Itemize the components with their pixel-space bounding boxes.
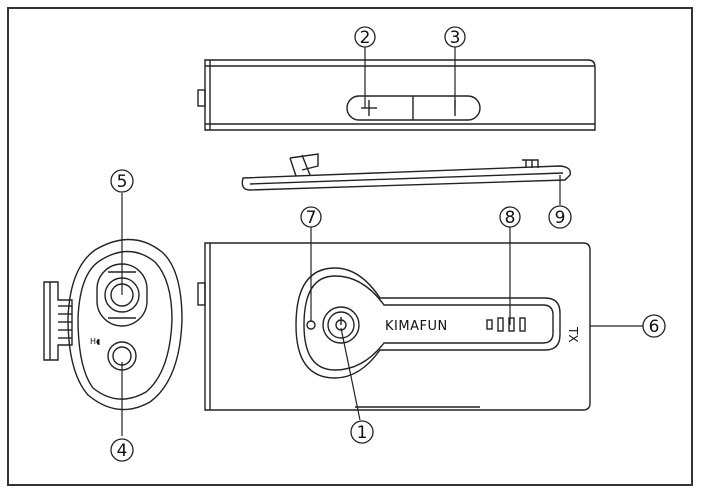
callout-numbers: 2 3 9 7 8 6 1 5 4 [117, 28, 660, 461]
side-view: H◖ [43, 238, 183, 411]
top-left-nub [197, 89, 206, 107]
callout-3-number: 3 [450, 28, 461, 48]
clip-outline [241, 165, 571, 191]
callout-1-circle [350, 420, 374, 444]
callout-2-circle [354, 26, 376, 48]
side-body-outline [67, 238, 183, 411]
battery-bar-4 [519, 317, 526, 332]
callout-9-number: 9 [555, 208, 566, 228]
callout-4-circle [110, 438, 134, 462]
front-panel-inner [303, 275, 554, 371]
front-left-nub [197, 282, 206, 306]
clip-hinge-left [289, 153, 319, 177]
callout-8-circle [499, 206, 521, 228]
top-body-outline [204, 59, 596, 131]
callout-7-number: 7 [306, 208, 317, 228]
callout-4-number: 4 [117, 441, 128, 461]
battery-bar-2 [497, 317, 504, 332]
brand-label: KIMAFUN [385, 319, 448, 334]
callout-3-circle [444, 26, 466, 48]
battery-bar-3 [508, 317, 515, 332]
battery-bar-1 [486, 319, 493, 330]
callout-7-circle [300, 206, 322, 228]
clip-hinge-right [522, 159, 539, 168]
front-view [197, 242, 591, 411]
callout-6-number: 6 [649, 317, 660, 337]
clip-inner-line [249, 172, 564, 185]
power-button-ring [327, 311, 355, 339]
side-body-inner [77, 250, 173, 400]
callout-leaders [121, 46, 643, 436]
tx-side-label: TX [566, 326, 580, 343]
callout-circles [110, 26, 666, 462]
callout-5-circle [110, 169, 134, 193]
callout-6-circle [642, 314, 666, 338]
outer-frame [7, 7, 693, 486]
headphone-icon: H◖ [90, 337, 100, 346]
top-view [197, 59, 596, 191]
callout-9-circle [548, 205, 572, 229]
status-led [306, 320, 316, 330]
leader-1 [340, 327, 361, 421]
callout-1-number: 1 [357, 423, 368, 443]
callout-2-number: 2 [360, 28, 371, 48]
front-body-outline [204, 242, 591, 411]
front-panel-outline [295, 267, 561, 379]
side-clip-outline [43, 281, 73, 361]
callout-8-number: 8 [505, 208, 516, 228]
callout-5-number: 5 [117, 172, 128, 192]
power-button[interactable] [322, 306, 360, 344]
